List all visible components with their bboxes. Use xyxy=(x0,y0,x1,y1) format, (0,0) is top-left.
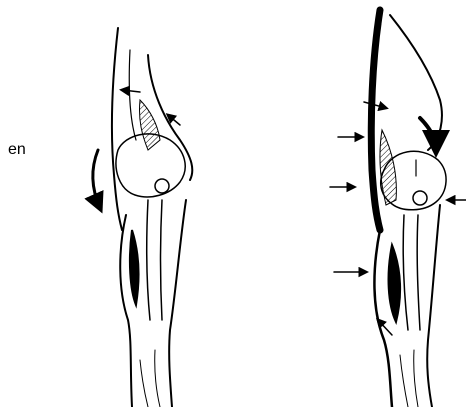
left-arrow-top xyxy=(122,90,140,92)
left-patella xyxy=(155,179,169,193)
left-leg-diagram xyxy=(93,28,192,407)
left-hatched-tissue xyxy=(139,100,160,150)
right-lower-lines xyxy=(400,350,418,407)
right-patella xyxy=(413,191,427,205)
left-curved-arrow xyxy=(93,150,100,208)
left-thigh-inner-line xyxy=(129,50,136,140)
left-shin-outline xyxy=(169,200,186,407)
left-lower-lines xyxy=(140,350,160,407)
right-tibia xyxy=(403,215,420,330)
right-thigh-front-outline xyxy=(390,15,442,150)
left-tibia xyxy=(147,200,162,320)
left-calf-muscle xyxy=(130,230,139,305)
right-leg-diagram xyxy=(330,10,466,407)
left-thigh-back-outline xyxy=(112,28,122,230)
right-thigh-outline xyxy=(371,10,380,230)
right-calf-muscle xyxy=(389,245,401,322)
right-shin-outline xyxy=(427,205,440,407)
